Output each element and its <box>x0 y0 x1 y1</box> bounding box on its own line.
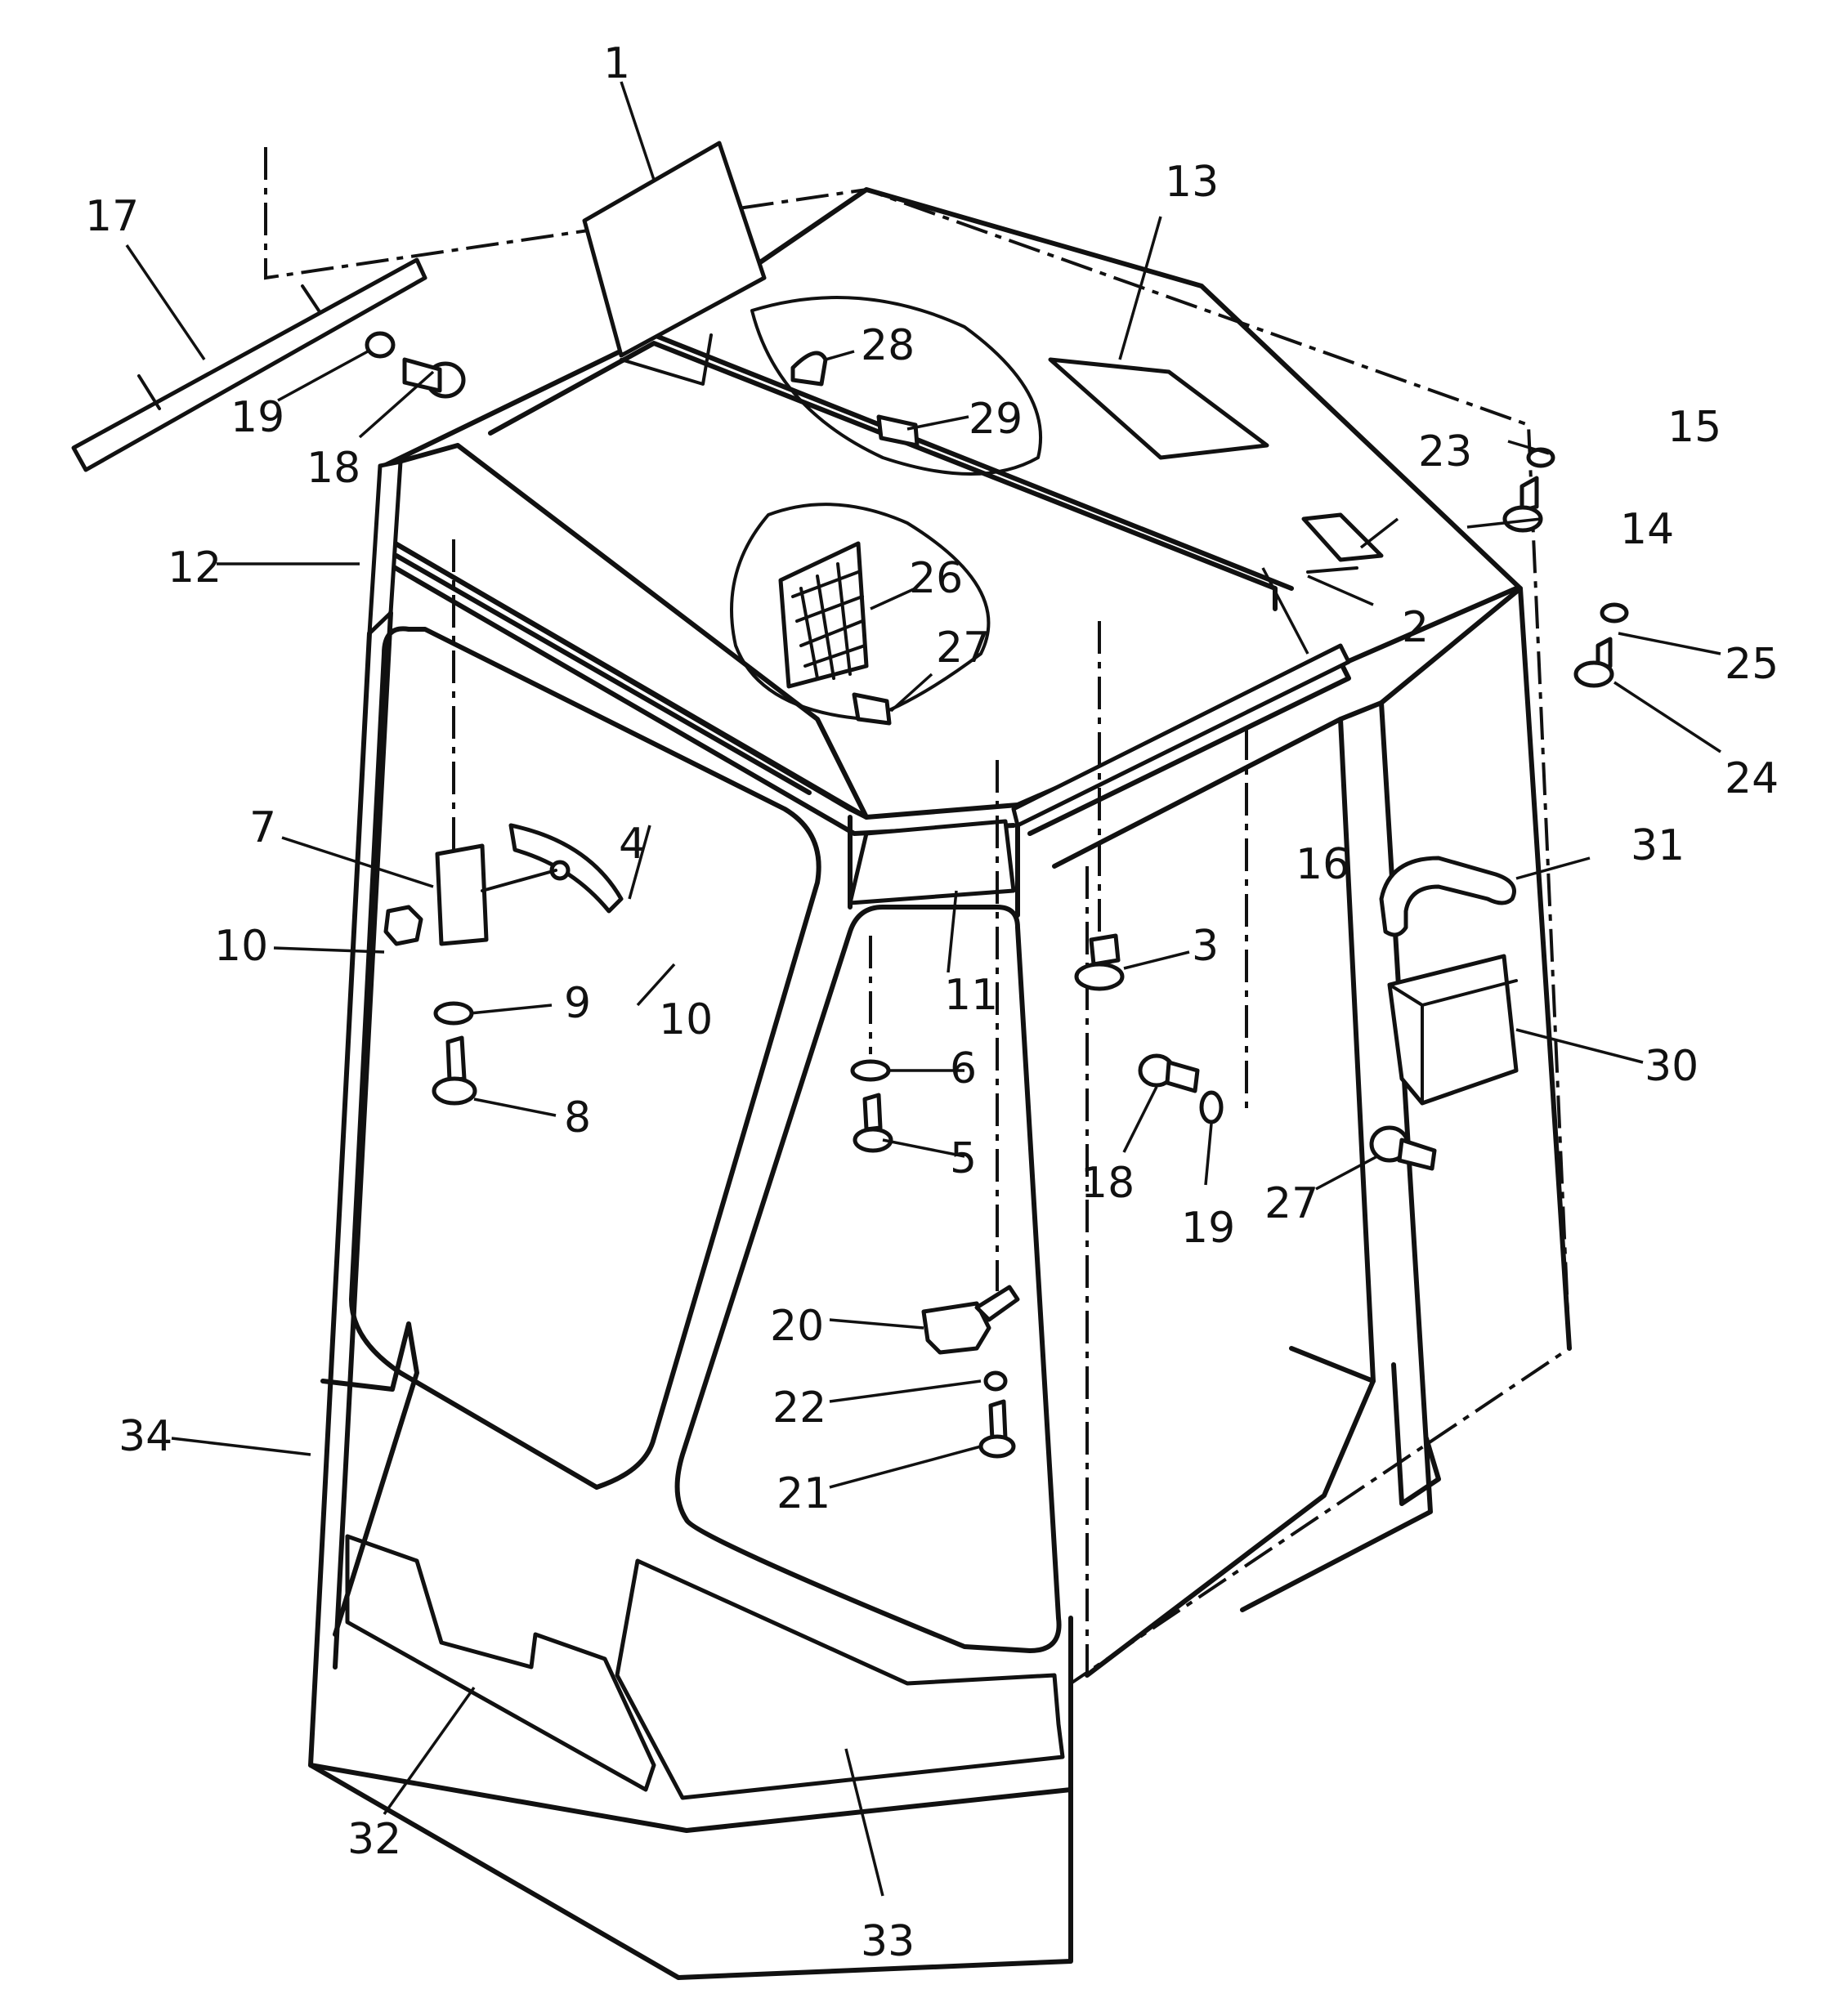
callout-32: 32 <box>347 1815 401 1864</box>
part-21-bolt <box>978 1399 1016 1459</box>
callout-11: 11 <box>944 971 998 1020</box>
part-19-washer-right <box>1199 1090 1224 1124</box>
callout-27-upper: 27 <box>936 624 990 673</box>
callout-10-handle: 10 <box>659 995 713 1044</box>
callout-12: 12 <box>168 543 222 592</box>
part-5-bolt <box>853 1093 893 1153</box>
leader-lines <box>125 81 1721 1897</box>
part-1-roof-sheet <box>582 141 767 358</box>
callout-23: 23 <box>1418 427 1472 476</box>
callout-27-lower: 27 <box>1264 1179 1318 1228</box>
callout-15: 15 <box>1667 403 1721 452</box>
callout-17: 17 <box>85 192 139 241</box>
part-13-plate <box>1048 357 1269 460</box>
part-28-clip <box>790 351 828 387</box>
part-14-bolt <box>1502 476 1543 533</box>
part-26-net <box>730 503 991 721</box>
callout-9: 9 <box>564 979 591 1028</box>
part-17-rail <box>71 257 427 472</box>
callout-4: 4 <box>619 820 646 869</box>
callout-33: 33 <box>861 1917 915 1966</box>
callout-13: 13 <box>1165 158 1219 207</box>
part-27-bolt-right <box>1369 1125 1437 1171</box>
part-29-screw <box>876 414 920 448</box>
callout-18-right: 18 <box>1081 1159 1135 1208</box>
callout-14: 14 <box>1620 505 1674 554</box>
part-16-rail <box>1011 643 1351 828</box>
callout-20: 20 <box>770 1302 824 1351</box>
callout-31: 31 <box>1631 821 1685 870</box>
part-25-washer <box>1600 602 1629 624</box>
part-24-bolt <box>1573 637 1614 688</box>
callout-16: 16 <box>1296 840 1349 889</box>
callout-numbers: 1 2 3 4 5 6 7 8 9 10 10 11 12 13 14 15 1… <box>85 39 1779 1966</box>
part-2-strip <box>1306 566 1358 574</box>
part-6-washer <box>850 1059 891 1082</box>
callout-7: 7 <box>249 803 276 852</box>
callout-2: 2 <box>1402 603 1429 652</box>
callout-21: 21 <box>777 1469 830 1518</box>
callout-30: 30 <box>1645 1042 1698 1091</box>
part-8-bolt <box>432 1035 477 1106</box>
callout-19-right: 19 <box>1181 1204 1235 1253</box>
callout-3: 3 <box>1192 922 1219 971</box>
parts <box>71 141 1629 1459</box>
callout-10-nut: 10 <box>214 922 268 971</box>
part-20-latch <box>921 1301 991 1355</box>
part-18-bolt-right <box>1138 1053 1200 1093</box>
part-27-screw <box>852 692 892 726</box>
part-19-washer <box>365 331 396 359</box>
part-22-washer <box>983 1370 1008 1392</box>
callout-29: 29 <box>969 395 1023 444</box>
callout-34: 34 <box>119 1412 172 1461</box>
callout-19-left: 19 <box>230 393 284 442</box>
callout-24: 24 <box>1725 754 1779 803</box>
part-31-grab-handle <box>1379 856 1516 937</box>
callout-25: 25 <box>1725 640 1779 689</box>
part-18-bolt <box>402 357 466 399</box>
callout-22: 22 <box>772 1383 826 1433</box>
part-11-cover <box>848 819 1016 905</box>
callout-1: 1 <box>603 39 630 88</box>
callout-5: 5 <box>950 1134 977 1183</box>
part-30-box <box>1387 954 1519 1106</box>
callout-26: 26 <box>909 554 963 603</box>
callout-28: 28 <box>861 321 915 370</box>
part-3-grommet <box>1074 933 1125 991</box>
callout-18-left: 18 <box>307 444 360 493</box>
part-23-pad <box>1301 512 1384 562</box>
callout-8: 8 <box>564 1093 591 1142</box>
callout-6: 6 <box>950 1044 977 1093</box>
part-9-washer <box>433 1001 474 1026</box>
part-7-bracket <box>435 843 489 946</box>
part-10-nut <box>383 905 423 946</box>
